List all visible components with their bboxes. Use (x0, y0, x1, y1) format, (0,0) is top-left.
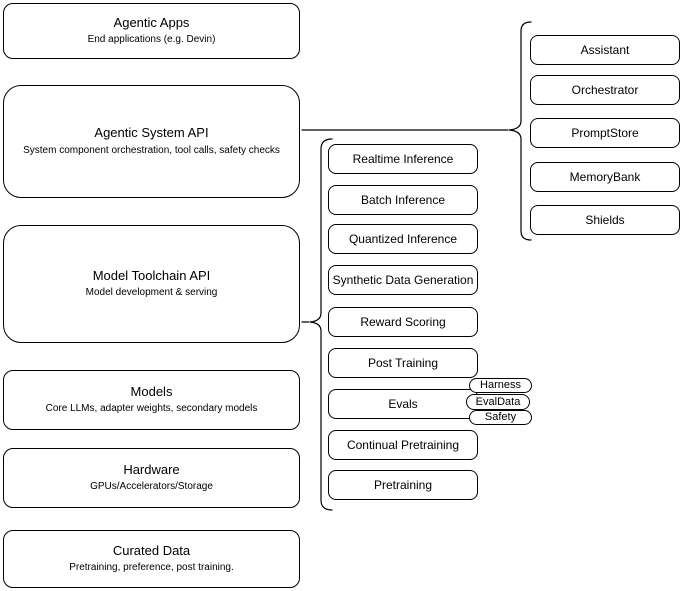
tag-label: Safety (484, 411, 517, 423)
node-title: Hardware (123, 461, 180, 477)
node-synthetic-data-generation[interactable]: Synthetic Data Generation (328, 265, 478, 295)
node-curated-data[interactable]: Curated Data Pretraining, preference, po… (3, 530, 300, 588)
node-label: Pretraining (373, 478, 433, 492)
node-batch-inference[interactable]: Batch Inference (328, 185, 478, 215)
node-subtitle: GPUs/Accelerators/Storage (90, 481, 213, 493)
node-label: MemoryBank (569, 170, 641, 184)
node-label: Reward Scoring (360, 315, 446, 329)
node-title: Models (130, 383, 173, 399)
node-label: PromptStore (571, 126, 639, 140)
node-memorybank[interactable]: MemoryBank (530, 162, 680, 192)
node-subtitle: End applications (e.g. Devin) (87, 34, 216, 46)
tag-safety[interactable]: Safety (469, 410, 532, 425)
node-subtitle: Model development & serving (85, 287, 218, 299)
node-label: Quantized Inference (348, 232, 458, 246)
tag-label: EvalData (475, 395, 521, 408)
node-label: Continual Pretraining (346, 438, 460, 452)
node-reward-scoring[interactable]: Reward Scoring (328, 307, 478, 337)
node-label: Realtime Inference (352, 152, 454, 166)
node-continual-pretraining[interactable]: Continual Pretraining (328, 430, 478, 460)
node-realtime-inference[interactable]: Realtime Inference (328, 144, 478, 174)
node-label: Assistant (580, 43, 630, 57)
tag-label: Harness (480, 379, 521, 391)
node-shields[interactable]: Shields (530, 205, 680, 235)
tag-evaldata[interactable]: EvalData (466, 394, 530, 410)
node-pretraining[interactable]: Pretraining (328, 470, 478, 500)
node-title: Agentic Apps (113, 14, 190, 30)
node-label: Post Training (367, 356, 439, 370)
node-assistant[interactable]: Assistant (530, 35, 680, 65)
node-subtitle: Pretraining, preference, post training. (69, 562, 234, 574)
node-quantized-inference[interactable]: Quantized Inference (328, 224, 478, 254)
node-hardware[interactable]: Hardware GPUs/Accelerators/Storage (3, 448, 300, 508)
node-promptstore[interactable]: PromptStore (530, 118, 680, 148)
node-title: Agentic System API (94, 125, 209, 141)
node-title: Curated Data (112, 542, 191, 558)
node-label: Evals (388, 397, 418, 411)
node-orchestrator[interactable]: Orchestrator (530, 75, 680, 105)
node-label: Synthetic Data Generation (332, 273, 474, 287)
toolchain-brace (309, 138, 333, 511)
node-subtitle: Core LLMs, adapter weights, secondary mo… (45, 403, 258, 415)
node-evals[interactable]: Evals (328, 389, 478, 419)
node-agentic-apps[interactable]: Agentic Apps End applications (e.g. Devi… (3, 3, 300, 59)
node-post-training[interactable]: Post Training (328, 348, 478, 378)
node-label: Shields (585, 213, 625, 227)
node-agentic-system-api[interactable]: Agentic System API System component orch… (3, 85, 300, 198)
node-models[interactable]: Models Core LLMs, adapter weights, secon… (3, 370, 300, 430)
node-label: Batch Inference (360, 193, 446, 207)
node-title: Model Toolchain API (92, 267, 211, 283)
tag-harness[interactable]: Harness (469, 378, 532, 393)
node-subtitle: System component orchestration, tool cal… (23, 144, 280, 156)
system-components-brace (508, 21, 532, 241)
node-model-toolchain-api[interactable]: Model Toolchain API Model development & … (3, 225, 300, 343)
node-label: Orchestrator (571, 83, 639, 97)
